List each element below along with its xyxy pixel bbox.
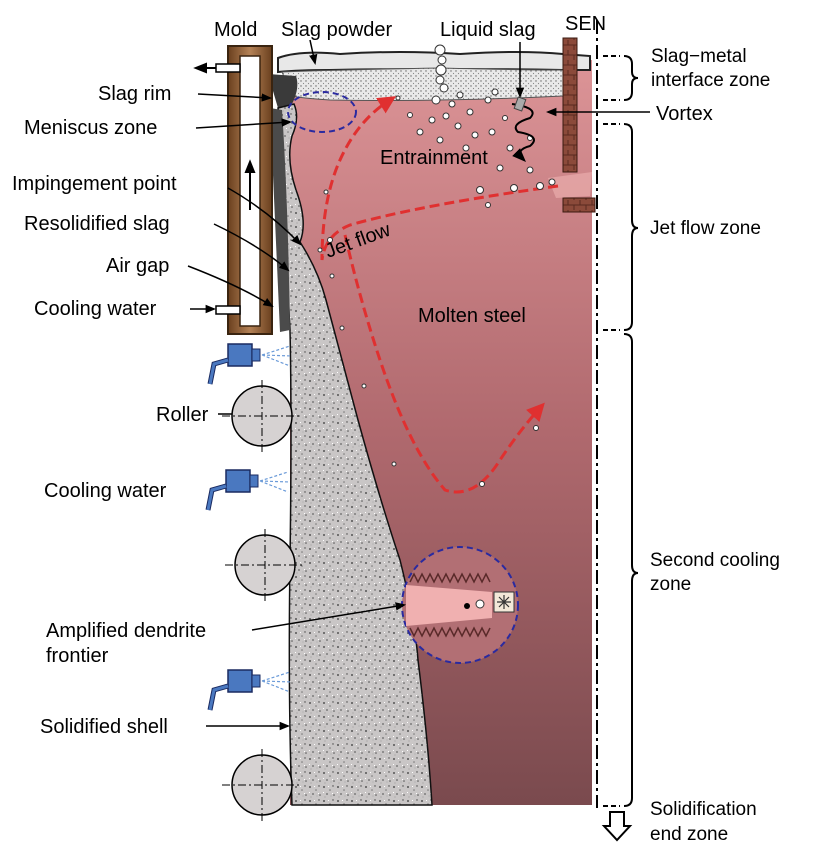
zone-brackets — [603, 55, 639, 807]
label-cooling-water-mold: Cooling water — [34, 298, 157, 320]
spray-nozzle-2 — [205, 469, 291, 511]
vortex-swirl — [511, 103, 535, 162]
zone-solidification-end-2: end zone — [650, 824, 728, 845]
roller-3 — [222, 749, 302, 821]
jet-exit — [548, 172, 592, 198]
label-liquid-slag: Liquid slag — [440, 19, 536, 41]
label-cooling-water-spray: Cooling water — [44, 480, 167, 502]
zone-second-cooling-2: zone — [650, 574, 691, 595]
label-sen: SEN — [565, 13, 606, 35]
liquid-slag-layer — [281, 67, 564, 101]
zone-second-cooling-1: Second cooling — [650, 550, 780, 571]
label-air-gap: Air gap — [106, 255, 169, 277]
label-resolidified-slag: Resolidified slag — [24, 213, 170, 235]
label-dendrite-frontier: frontier — [46, 645, 109, 667]
down-arrow-icon — [601, 811, 633, 842]
bubbles — [317, 44, 556, 487]
mold-outlet — [215, 63, 241, 73]
roller-1 — [222, 380, 302, 452]
meniscus-circle — [287, 91, 357, 133]
label-molten-steel: Molten steel — [418, 305, 526, 327]
spray-nozzle-3 — [207, 669, 293, 711]
jet-flow-path — [320, 96, 559, 261]
label-roller: Roller — [156, 404, 209, 426]
solidified-shell — [277, 103, 433, 806]
label-solidified-shell: Solidified shell — [40, 716, 168, 738]
label-entrainment: Entrainment — [380, 147, 488, 169]
label-impingement-point: Impingement point — [12, 173, 177, 195]
zone-slag-metal-1: Slag−metal — [651, 46, 747, 67]
slag-rim — [268, 74, 298, 108]
dendrite-magnifier — [401, 546, 519, 664]
roller-2 — [225, 529, 305, 601]
sen-nozzle — [562, 37, 578, 173]
spray-nozzle-1 — [207, 343, 293, 385]
label-slag-rim: Slag rim — [98, 83, 171, 105]
label-meniscus-zone: Meniscus zone — [24, 117, 157, 139]
sen-port — [562, 197, 596, 213]
lower-recirculation-path — [343, 234, 545, 494]
zone-solidification-end-1: Solidification — [650, 799, 757, 820]
zone-jet-flow: Jet flow zone — [650, 218, 761, 239]
label-amplified-dendrite: Amplified dendrite — [46, 620, 206, 642]
label-mold: Mold — [214, 19, 257, 41]
zone-slag-metal-2: interface zone — [651, 70, 770, 91]
label-vortex: Vortex — [656, 103, 713, 125]
leader-lines — [187, 39, 650, 731]
vortex-slag-particle — [513, 96, 527, 112]
resolidified-slag-strip — [270, 108, 290, 332]
label-slag-powder: Slag powder — [281, 19, 393, 41]
mold-inlet — [215, 305, 241, 315]
